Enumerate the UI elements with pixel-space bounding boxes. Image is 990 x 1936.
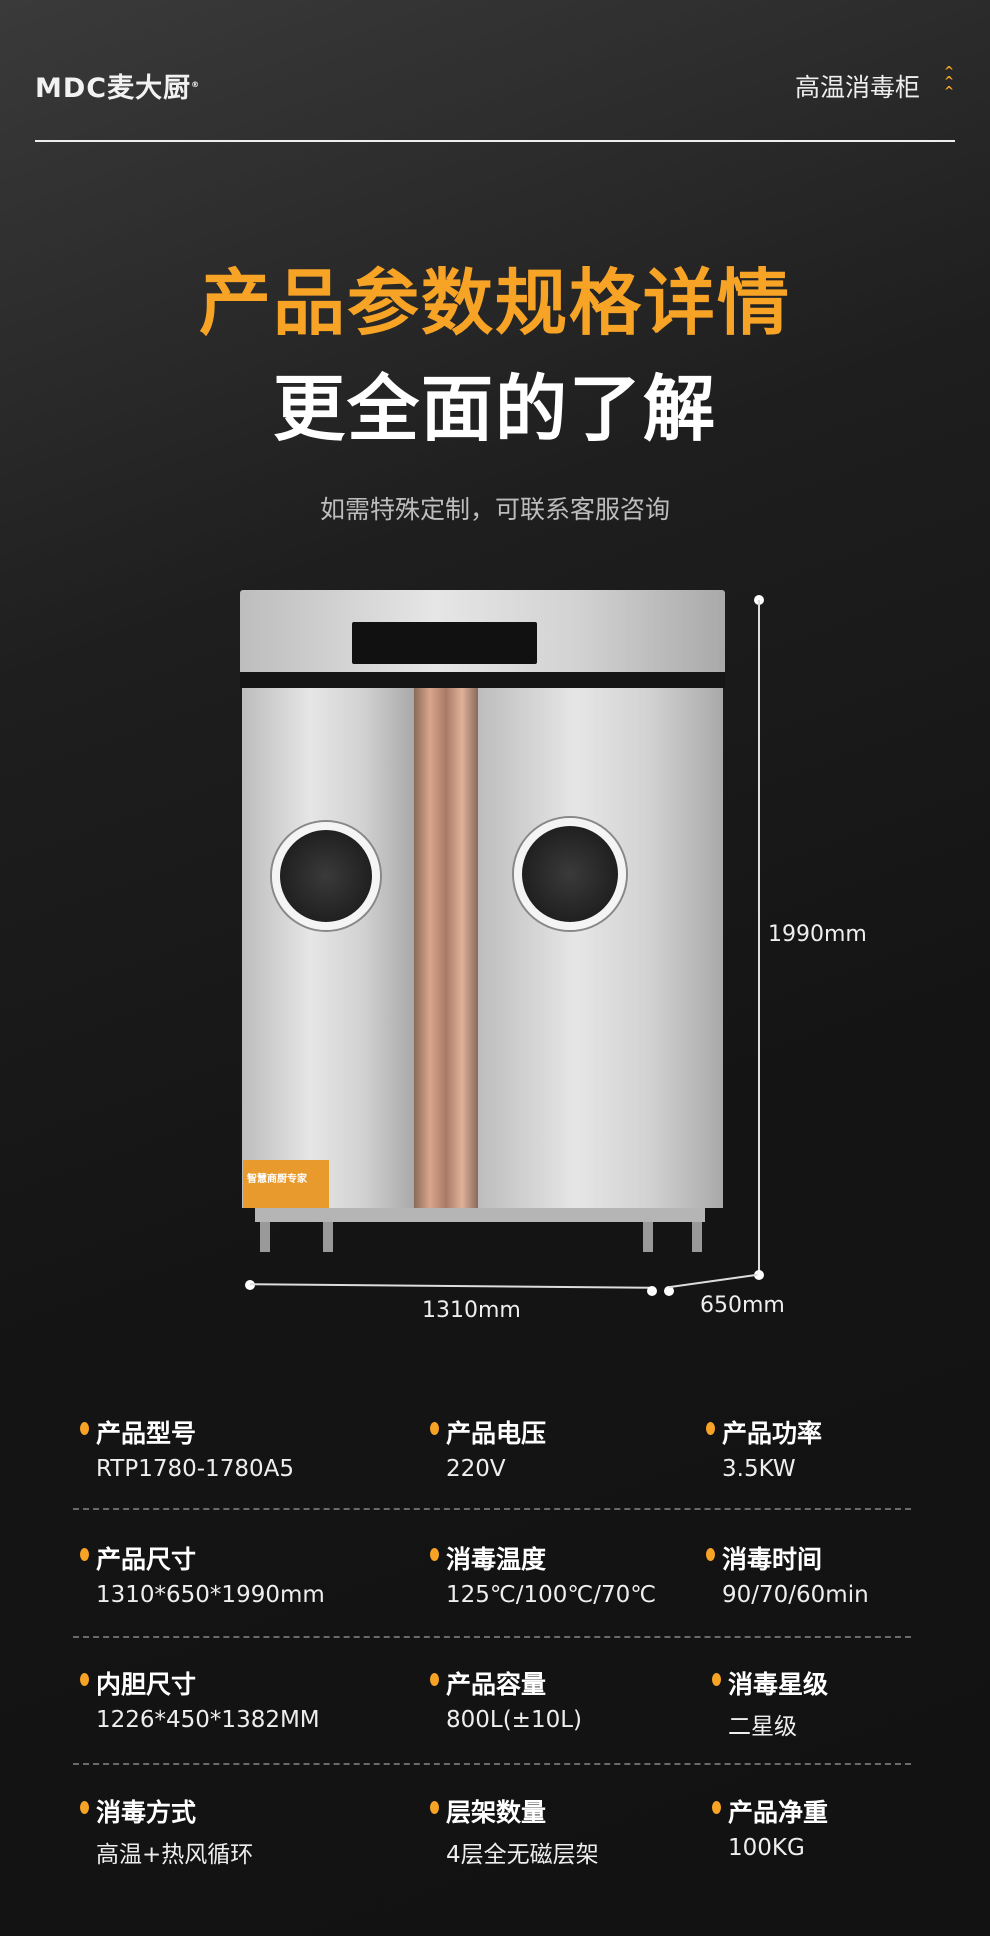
header-divider: [35, 140, 955, 142]
spec-item: 产品净重 100KG: [711, 1793, 828, 1861]
spec-label: 消毒方式: [79, 1793, 253, 1829]
spec-value: 125℃/100℃/70℃: [446, 1582, 657, 1608]
brand-logo: MDC麦大厨®: [35, 73, 201, 104]
spec-label: 产品型号: [80, 1414, 294, 1450]
spec-value: 4层全无磁层架: [446, 1842, 599, 1868]
spec-item: 内胆尺寸 1226*450*1382MM: [80, 1665, 320, 1733]
divider: [73, 1508, 911, 1510]
height-dimension: 1990mm: [768, 922, 867, 947]
spec-value: 二星级: [728, 1714, 797, 1740]
customization-note: 如需特殊定制，可联系客服咨询: [319, 495, 670, 524]
hero-subtitle: 更全面的了解: [272, 367, 717, 451]
spec-item: 产品容量 800L(±10L): [429, 1665, 583, 1733]
spec-label: 产品功率: [705, 1414, 822, 1450]
spec-value: 100KG: [728, 1835, 805, 1861]
spec-value: 高温+热风循环: [96, 1842, 254, 1868]
spec-value: 800L(±10L): [446, 1707, 583, 1733]
spec-item: 消毒方式 高温+热风循环: [79, 1793, 254, 1869]
spec-item: 消毒温度 125℃/100℃/70℃: [429, 1540, 657, 1608]
spec-value: 220V: [446, 1456, 506, 1482]
spec-value: 90/70/60min: [722, 1582, 869, 1608]
spec-label: 消毒时间: [706, 1540, 869, 1576]
spec-item: 产品功率 3.5KW: [705, 1414, 822, 1482]
spec-label: 产品容量: [429, 1665, 582, 1701]
spec-item: 消毒星级 二星级: [711, 1665, 828, 1741]
spec-label: 产品电压: [429, 1414, 546, 1450]
hero-title: 产品参数规格详情: [198, 261, 791, 345]
spec-value: 1226*450*1382MM: [96, 1707, 320, 1733]
spec-label: 内胆尺寸: [80, 1665, 320, 1701]
spec-item: 产品型号 RTP1780-1780A5: [80, 1414, 294, 1482]
divider: [73, 1763, 911, 1765]
spec-value: 1310*650*1990mm: [96, 1582, 325, 1608]
door-handle: [414, 688, 478, 1208]
spec-label: 消毒温度: [429, 1540, 656, 1576]
spec-value: 3.5KW: [722, 1456, 796, 1482]
product-image: 智慧商厨专家: [240, 590, 725, 1252]
spec-label: 产品净重: [711, 1793, 828, 1829]
width-dimension: 1310mm: [422, 1298, 521, 1323]
spec-item: 产品尺寸 1310*650*1990mm: [80, 1540, 325, 1608]
depth-dimension: 650mm: [700, 1293, 785, 1318]
viewing-window-left: [272, 822, 380, 930]
chevron-up-icon: ^^^: [943, 64, 954, 98]
spec-label: 消毒星级: [711, 1665, 828, 1701]
spec-item: 产品电压 220V: [429, 1414, 546, 1482]
control-panel: [352, 622, 537, 664]
product-badge: 智慧商厨专家: [243, 1160, 329, 1208]
spec-value: RTP1780-1780A5: [96, 1456, 294, 1482]
category-label: 高温消毒柜: [794, 73, 920, 102]
spec-label: 层架数量: [430, 1793, 599, 1829]
divider: [73, 1636, 911, 1638]
spec-item: 层架数量 4层全无磁层架: [430, 1793, 599, 1869]
spec-label: 产品尺寸: [80, 1540, 325, 1576]
spec-item: 消毒时间 90/70/60min: [706, 1540, 869, 1608]
viewing-window-right: [514, 818, 626, 930]
